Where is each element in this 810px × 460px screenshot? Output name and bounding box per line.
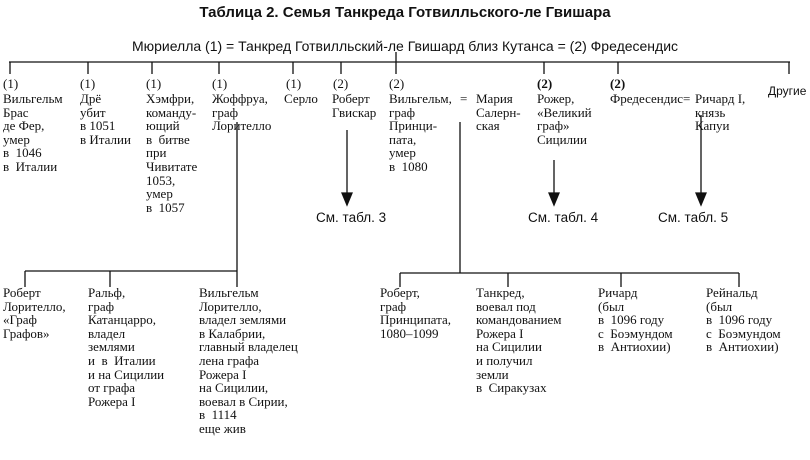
ref-table-4: См. табл. 4 xyxy=(528,210,599,225)
grandchild-ralph: Ральф, граф Катанцарро, владел землями и… xyxy=(88,285,165,409)
ref-table-5: См. табл. 5 xyxy=(658,210,729,225)
grandchild-reinald: Рейнальд (был в 1096 году с Боэмундом в … xyxy=(706,285,781,355)
spouse-maria: Мария Салерн- ская xyxy=(476,91,521,134)
child-roger: Рожер, «Великий граф» Сицилии xyxy=(537,91,592,147)
spouse-richard: Ричард I, князь Капуи xyxy=(695,91,746,134)
child-fredesendis: Фредесендис xyxy=(610,91,684,106)
child-humphrey: Хэмфри, команду- ющий в битве при Чивита… xyxy=(146,91,198,215)
child-mark: (1) xyxy=(80,76,96,91)
others: Другие xyxy=(768,84,807,98)
ref-table-3: См. табл. 3 xyxy=(316,210,387,225)
child-vilgelm-bras: Вильгельм Брас де Фер, умер в 1046 в Ита… xyxy=(3,91,63,174)
parents-line: Мюриелла (1) = Танкред Готвилльский-ле Г… xyxy=(131,38,679,54)
diagram-title: Таблица 2. Семья Танкреда Готвилльского-… xyxy=(199,4,611,21)
child-serlo: Серло xyxy=(284,91,318,106)
child-mark: (1) xyxy=(146,76,162,91)
child-mark: (2) xyxy=(537,76,553,91)
child-mark: (1) xyxy=(3,76,19,91)
child-mark: (1) xyxy=(286,76,302,91)
grandchild-vilgelm-loritello: Вильгельм Лорителло, владел землями в Ка… xyxy=(199,285,298,436)
grandchild-robert-principate: Роберт, граф Принципата, 1080–1099 xyxy=(380,285,451,341)
child-mark: (2) xyxy=(610,76,626,91)
child-mark: (1) xyxy=(212,76,228,91)
marriage-sign: = xyxy=(683,91,691,106)
grandchild-robert-loritello: Роберт Лорителло, «Граф Графов» xyxy=(3,285,66,341)
child-mark: (2) xyxy=(389,76,405,91)
child-mark: (2) xyxy=(333,76,349,91)
grandchild-tancred: Танкред, воевал под командованием Рожера… xyxy=(476,285,562,396)
child-dreu: Дрё убит в 1051 в Италии xyxy=(80,91,131,147)
child-geoffrey: Жоффруа, граф Лорителло xyxy=(212,91,272,134)
child-robert-guiscard: Роберт Гвискар xyxy=(332,91,377,120)
marriage-sign: = xyxy=(460,91,468,106)
grandchild-richard: Ричард (был в 1096 году с Боэмундом в Ан… xyxy=(598,285,673,355)
child-vilgelm-principate: Вильгельм, граф Принци- пата, умер в 108… xyxy=(389,91,452,174)
